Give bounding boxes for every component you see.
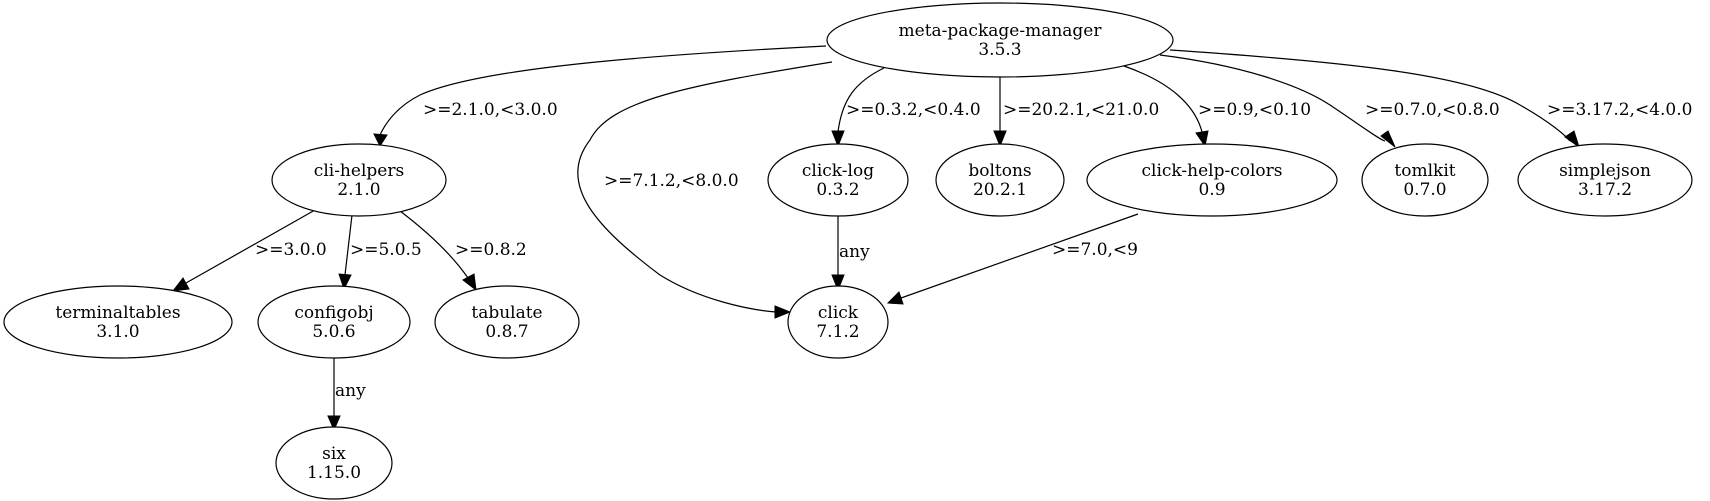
node-version: 3.1.0 [96, 322, 139, 342]
node-click[interactable]: click 7.1.2 [787, 285, 889, 359]
node-version: 3.17.2 [1578, 180, 1632, 200]
edge-mpm-click-log: >=0.3.2,<0.4.0 [831, 67, 981, 148]
node-terminaltables[interactable]: terminaltables 3.1.0 [3, 285, 233, 359]
node-version: 0.7.0 [1403, 180, 1446, 200]
edge-label: >=0.9,<0.10 [1198, 100, 1311, 120]
edge-mpm-boltons: >=20.2.1,<21.0.0 [993, 76, 1159, 148]
node-name: tomlkit [1394, 161, 1455, 181]
node-name: cli-helpers [314, 161, 404, 181]
node-name: six [322, 444, 346, 464]
node-tomlkit[interactable]: tomlkit 0.7.0 [1361, 143, 1489, 217]
node-version: 20.2.1 [973, 180, 1027, 200]
edge-label: >=3.0.0 [255, 240, 327, 260]
edges: >=2.1.0,<3.0.0 >=7.1.2,<8.0.0 >=0.3.2,<0… [171, 45, 1692, 432]
edge-configobj-six: any [327, 356, 366, 432]
node-name: terminaltables [55, 303, 180, 323]
node-version: 0.8.7 [485, 322, 528, 342]
node-version: 2.1.0 [337, 180, 380, 200]
edge-label: any [335, 381, 366, 401]
node-name: configobj [294, 303, 373, 323]
node-name: simplejson [1559, 161, 1651, 181]
node-name: click-log [802, 161, 874, 181]
node-meta-package-manager[interactable]: meta-package-manager 3.5.3 [826, 2, 1174, 78]
edge-label: >=7.0,<9 [1052, 240, 1138, 260]
edge-cli-helpers-tabulate: >=0.8.2 [399, 210, 527, 292]
node-boltons[interactable]: boltons 20.2.1 [935, 143, 1065, 217]
edge-click-help-colors-click: >=7.0,<9 [886, 213, 1139, 305]
node-six[interactable]: six 1.15.0 [275, 426, 393, 500]
node-name: click [818, 303, 859, 323]
edge-cli-helpers-terminaltables: >=3.0.0 [171, 209, 327, 292]
edge-label: any [839, 242, 870, 262]
node-name: tabulate [471, 303, 542, 323]
node-click-help-colors[interactable]: click-help-colors 0.9 [1086, 143, 1338, 217]
node-name: meta-package-manager [899, 21, 1103, 41]
node-name: click-help-colors [1141, 161, 1282, 181]
node-version: 0.9 [1198, 180, 1225, 200]
edge-click-log-click: any [831, 214, 870, 292]
node-simplejson[interactable]: simplejson 3.17.2 [1517, 143, 1693, 217]
node-tabulate[interactable]: tabulate 0.8.7 [434, 285, 580, 359]
edge-label: >=3.17.2,<4.0.0 [1547, 100, 1692, 120]
node-cli-helpers[interactable]: cli-helpers 2.1.0 [271, 143, 447, 217]
edge-mpm-simplejson: >=3.17.2,<4.0.0 [1169, 49, 1692, 149]
node-version: 5.0.6 [312, 322, 355, 342]
edge-label: >=2.1.0,<3.0.0 [423, 100, 558, 120]
edge-mpm-click: >=7.1.2,<8.0.0 [577, 61, 833, 319]
node-name: boltons [968, 161, 1031, 181]
edge-cli-helpers-configobj: >=5.0.5 [338, 214, 422, 291]
edge-label: >=0.3.2,<0.4.0 [846, 100, 981, 120]
node-configobj[interactable]: configobj 5.0.6 [257, 285, 411, 359]
edge-label: >=20.2.1,<21.0.0 [1003, 100, 1159, 120]
node-version: 1.15.0 [307, 463, 361, 483]
edge-mpm-cli-helpers: >=2.1.0,<3.0.0 [373, 45, 827, 148]
node-version: 3.5.3 [978, 40, 1021, 60]
node-click-log[interactable]: click-log 0.3.2 [767, 143, 909, 217]
edge-label: >=0.8.2 [455, 240, 527, 260]
edge-label: >=5.0.5 [350, 240, 422, 260]
node-version: 7.1.2 [816, 322, 859, 342]
nodes: meta-package-manager 3.5.3 cli-helpers 2… [3, 2, 1693, 500]
edge-label: >=0.7.0,<0.8.0 [1365, 100, 1500, 120]
edge-label: >=7.1.2,<8.0.0 [604, 171, 739, 191]
edge-mpm-click-help-colors: >=0.9,<0.10 [1123, 65, 1311, 148]
node-version: 0.3.2 [816, 180, 859, 200]
edge-mpm-tomlkit: >=0.7.0,<0.8.0 [1159, 54, 1500, 148]
